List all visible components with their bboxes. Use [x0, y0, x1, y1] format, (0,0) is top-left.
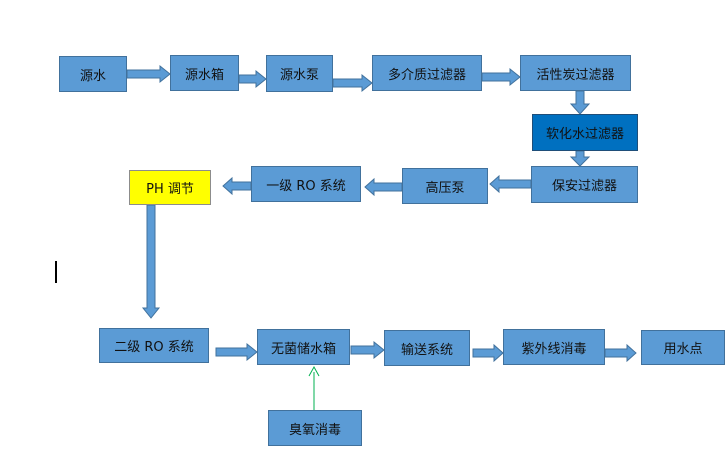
node-ro-stage2: 二级 RO 系统: [99, 328, 209, 363]
node-ph-adjust-label: PH 调节: [146, 182, 194, 197]
arrow-source-water-to-source-tank: [126, 64, 171, 84]
node-high-pressure-pump-label: 高压泵: [425, 180, 465, 196]
node-source-pump: 源水泵: [266, 55, 333, 92]
arrow-security-to-high-pressure-pump: [489, 174, 532, 194]
arrow-carbon-to-softener: [569, 90, 591, 115]
node-activated-carbon-filter-label: 活性炭过滤器: [536, 67, 615, 83]
arrow-ro-stage2-to-sterile-tank: [215, 342, 258, 362]
arrow-ro-stage1-to-ph: [222, 176, 252, 196]
node-security-filter-label: 保安过滤器: [551, 179, 617, 194]
node-ozone-disinfection: 臭氧消毒: [268, 410, 362, 446]
arrow-pump-to-ro-stage1: [364, 177, 403, 197]
arrow-softener-to-security: [569, 150, 591, 167]
node-ro-stage1-label: 一级 RO 系统: [266, 178, 346, 194]
arrow-multimedia-to-carbon-filter: [481, 67, 521, 87]
node-activated-carbon-filter: 活性炭过滤器: [520, 55, 631, 91]
node-security-filter: 保安过滤器: [531, 166, 638, 203]
node-multimedia-filter-label: 多介质过滤器: [387, 67, 466, 83]
node-ro-stage2-label: 二级 RO 系统: [114, 340, 194, 355]
node-point-of-use: 用水点: [641, 330, 725, 365]
node-high-pressure-pump: 高压泵: [402, 168, 488, 204]
node-ph-adjust: PH 调节: [129, 170, 211, 205]
node-point-of-use-label: 用水点: [663, 342, 703, 357]
node-sterile-tank: 无菌储水箱: [257, 329, 350, 365]
node-delivery-system-label: 输送系统: [400, 342, 453, 358]
node-softener-filter: 软化水过滤器: [532, 114, 638, 151]
node-sterile-tank-label: 无菌储水箱: [270, 341, 336, 357]
node-delivery-system: 输送系统: [384, 330, 470, 366]
node-softener-filter-label: 软化水过滤器: [545, 127, 624, 142]
node-multimedia-filter: 多介质过滤器: [372, 55, 482, 91]
text-cursor: [55, 261, 57, 283]
node-uv-disinfection: 紫外线消毒: [503, 329, 605, 365]
node-ro-stage1: 一级 RO 系统: [251, 166, 361, 202]
arrow-source-pump-to-multimedia-filter: [332, 73, 373, 93]
node-ozone-disinfection-label: 臭氧消毒: [288, 422, 341, 438]
node-source-tank: 源水箱: [170, 55, 239, 91]
arrow-source-tank-to-source-pump: [238, 69, 267, 89]
arrow-ozone-head: [308, 365, 320, 377]
arrow-delivery-to-uv: [472, 343, 504, 363]
arrow-ph-to-ro-stage2: [141, 204, 161, 319]
node-uv-disinfection-label: 紫外线消毒: [521, 341, 587, 357]
node-source-water-label: 源水: [79, 68, 106, 84]
node-source-water: 源水: [59, 56, 127, 92]
node-source-tank-label: 源水箱: [184, 67, 224, 83]
arrow-uv-to-point-of-use: [604, 343, 637, 363]
node-source-pump-label: 源水泵: [279, 68, 319, 83]
arrow-sterile-tank-to-delivery: [350, 340, 385, 360]
